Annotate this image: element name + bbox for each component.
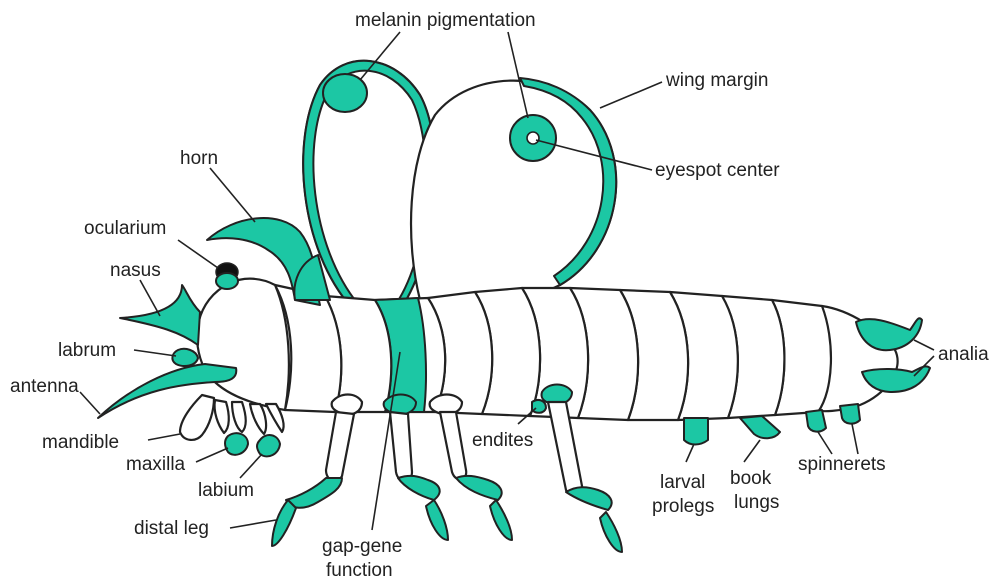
label-horn: horn [180,148,218,169]
label-endites: endites [472,430,533,451]
spinneret-b [840,404,860,424]
label-labrum: labrum [58,340,116,361]
label-distal-leg: distal leg [134,518,209,539]
label-melanin-pigmentation: melanin pigmentation [355,10,536,31]
label-nasus: nasus [110,260,161,281]
spinneret-a [806,410,826,432]
label-antenna: antenna [10,376,79,397]
label-eyespot-center: eyespot center [655,160,780,181]
leader-antenna [80,392,100,414]
maxilla-tip [225,433,248,455]
leader-nasus [140,280,160,316]
label-larval-prolegs-line1: larval [660,472,705,493]
leg-3-tarsus [456,476,502,500]
labium-tip [257,435,280,456]
label-ocularium: ocularium [84,218,166,239]
leg-4-claw [600,512,622,552]
maxilla-segment-a [215,400,229,433]
leader-labium [240,454,262,478]
leader-prolegs [686,444,694,462]
label-wing-margin: wing margin [665,70,768,91]
leader-book-lungs [744,440,760,462]
leader-distal-leg [230,520,276,528]
mandible [180,395,214,440]
label-book-lungs-line2: lungs [734,492,779,513]
label-gap-gene-line1: gap-gene [322,536,402,557]
head [197,279,289,410]
label-spinnerets: spinnerets [798,454,886,475]
label-mandible: mandible [42,432,119,453]
leg-2-femur [390,412,412,481]
leg-1-tarsus [286,478,342,508]
leg-2-tarsus [398,476,440,500]
leader-wing-margin [600,82,662,108]
leader-analia-a [914,340,934,350]
endite-small [532,400,546,413]
label-analia: analia [938,344,989,365]
label-larval-prolegs-line2: prolegs [652,496,714,517]
label-book-lungs-line1: book [730,468,772,489]
leader-labrum [134,350,176,356]
leader-ocularium [178,240,218,268]
ocularium-lens [216,273,238,289]
maxilla-segment-b [232,402,246,432]
leg-2-coxa [384,395,416,415]
leader-mandible [148,434,180,440]
book-lung [740,416,780,438]
larval-proleg [684,418,708,445]
leader-horn [210,168,255,222]
labrum [172,349,198,366]
label-labium: labium [198,480,254,501]
distal-leg-claw [272,500,296,546]
label-maxilla: maxilla [126,454,186,475]
leader-spinnerets-a [818,432,832,454]
leg-4-tarsus [566,487,612,510]
leg-3-femur [440,412,466,479]
leg-1-femur [326,412,354,481]
leg-3-claw [490,500,512,540]
leader-spinnerets-b [852,424,858,454]
leg-2-claw [426,500,448,540]
leader-maxilla [196,448,228,462]
eyespot-center-dot [527,132,539,144]
labium-segment-a [250,404,266,434]
label-gap-gene-line2: function [326,560,393,581]
wings [303,61,616,310]
